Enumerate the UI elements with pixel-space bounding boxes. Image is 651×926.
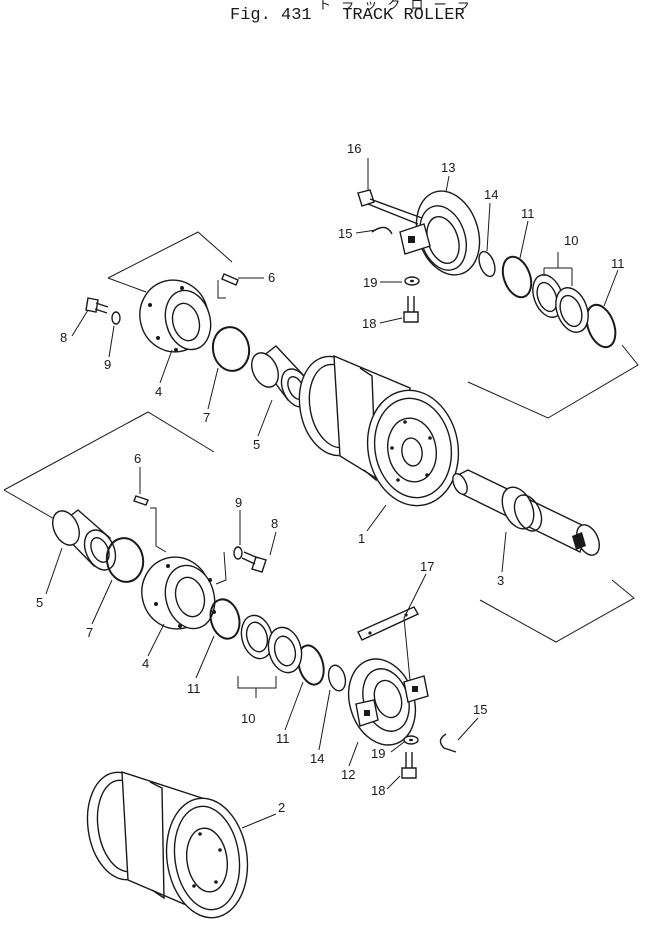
part-8-bolt-upper <box>85 297 109 314</box>
leader-lines <box>45 158 619 829</box>
figure-name: TRACK ROLLER <box>342 6 465 25</box>
callout-10-upper: 10 <box>564 233 578 248</box>
callout-7-upper: 7 <box>203 410 210 425</box>
part-9-washer-upper <box>111 311 121 325</box>
callout-11-upper-b: 11 <box>611 256 625 271</box>
part-15-lock-pin-lower <box>439 733 457 753</box>
callout-4-upper: 4 <box>155 384 162 399</box>
callout-2: 2 <box>278 800 285 815</box>
callout-labels: 16 13 14 11 10 11 15 19 18 6 8 9 4 7 5 1… <box>36 141 625 815</box>
figure-title: Fig. 431 TRACK ROLLER <box>230 6 465 25</box>
part-11-ring-lower-a <box>209 598 241 640</box>
part-8-bolt-lower <box>241 551 267 573</box>
part-7-o-ring-upper <box>211 326 251 372</box>
callout-18-lower: 18 <box>371 783 385 798</box>
callout-12: 12 <box>341 767 355 782</box>
part-19-washer-upper <box>404 276 420 286</box>
part-11-ring-lower-b <box>297 644 325 686</box>
part-16-bolt <box>357 189 423 225</box>
part-6-pin-lower <box>133 495 149 506</box>
callout-10-lower: 10 <box>241 711 255 726</box>
callout-13: 13 <box>441 160 455 175</box>
callout-5-lower: 5 <box>36 595 43 610</box>
callout-19-lower: 19 <box>371 746 385 761</box>
callout-15-lower: 15 <box>473 702 487 717</box>
callout-3: 3 <box>497 573 504 588</box>
part-15-lock-pin-upper <box>371 226 393 235</box>
callout-6-lower: 6 <box>134 451 141 466</box>
part-19-washer-lower <box>403 735 419 745</box>
part-12-end-collar <box>347 658 429 746</box>
callout-9-upper: 9 <box>104 357 111 372</box>
group-bracket-upper-right <box>467 344 639 419</box>
part-4-collar-upper <box>139 279 226 353</box>
part-6-pin-upper <box>221 273 239 286</box>
callout-6-upper: 6 <box>268 270 275 285</box>
callout-9-lower: 9 <box>235 495 242 510</box>
part-5-bushing-lower <box>52 509 117 571</box>
callout-11-lower-a: 11 <box>187 681 201 696</box>
figure-number: Fig. 431 <box>230 6 312 25</box>
part-18-bolt-upper <box>403 296 419 323</box>
callout-11-upper-a: 11 <box>521 206 535 221</box>
group-bracket-upper-left <box>107 231 233 293</box>
callout-16: 16 <box>347 141 361 156</box>
part-1-roller-body <box>298 354 460 507</box>
callout-8-upper: 8 <box>60 330 67 345</box>
callout-1: 1 <box>358 531 365 546</box>
part-18-bolt-lower <box>401 752 417 779</box>
callout-18-upper: 18 <box>362 316 376 331</box>
callout-11-lower-b: 11 <box>276 731 290 746</box>
part-4-collar-lower <box>141 507 227 630</box>
part-10-floating-seal-upper <box>532 252 589 333</box>
part-11-ring-upper-b <box>585 303 617 349</box>
part-14-o-ring-lower <box>327 664 347 692</box>
callout-4-lower: 4 <box>142 656 149 671</box>
part-13-end-collar <box>399 190 481 276</box>
part-9-washer-lower <box>233 546 243 560</box>
part-14-o-ring-upper <box>478 250 496 278</box>
callout-17: 17 <box>420 559 434 574</box>
callout-19-upper: 19 <box>363 275 377 290</box>
group-bracket-lower-left <box>3 411 215 521</box>
callout-15-upper: 15 <box>338 226 352 241</box>
part-2-roller-assembly <box>86 771 249 919</box>
figure-japanese-title: ト ラ ッ ク ロ ー ラ <box>318 0 473 13</box>
part-7-o-ring-lower <box>105 537 145 583</box>
callout-5-upper: 5 <box>253 437 260 452</box>
callout-14-lower: 14 <box>310 751 324 766</box>
callout-7-lower: 7 <box>86 625 93 640</box>
part-11-ring-upper-a <box>501 255 533 299</box>
group-bracket-lower-right <box>479 579 635 643</box>
callout-8-lower: 8 <box>271 516 278 531</box>
part-10-floating-seal-lower <box>237 614 303 698</box>
part-17-lock-plate <box>357 606 419 641</box>
part-3-shaft <box>452 469 601 556</box>
callout-14-upper: 14 <box>484 187 498 202</box>
